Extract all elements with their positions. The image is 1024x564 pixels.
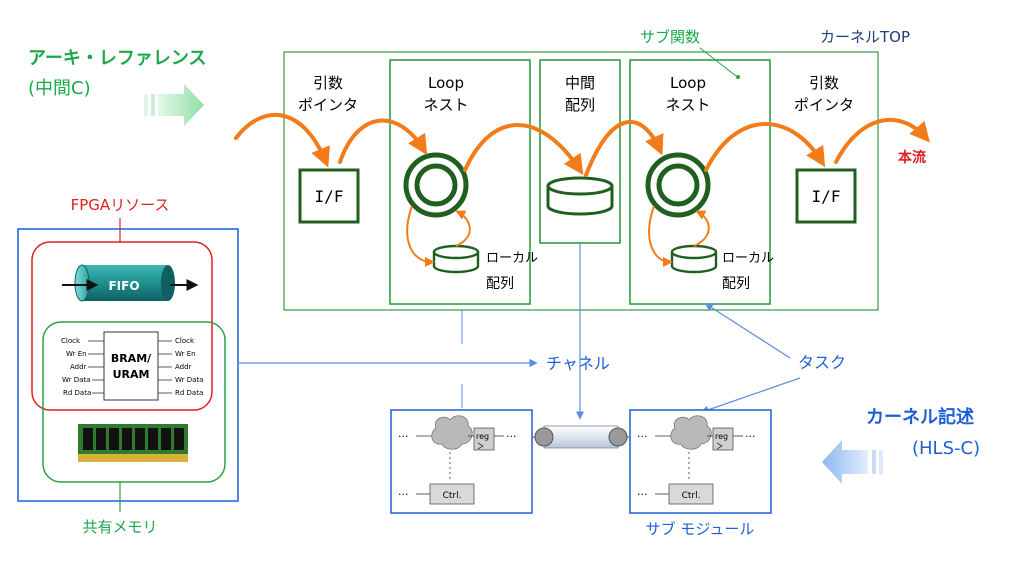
fifo-label: FIFO (108, 279, 139, 293)
kernel-desc-subtitle: (HLS-C) (912, 438, 980, 459)
if-box-right (795, 168, 857, 224)
arch-reference-title: アーキ・レファレンス (28, 48, 207, 69)
loop-ring-left (403, 152, 469, 218)
submodule-left: ··· reg ··· ··· Ctrl. (390, 409, 533, 514)
shared-memory-group (42, 321, 226, 483)
local-loop-arrows (406, 205, 710, 267)
blue-input-arrow (822, 440, 883, 484)
ctrl-label: Ctrl. (682, 491, 701, 501)
local-array-cylinder-right (670, 244, 718, 274)
bram-label-line2: URAM (113, 368, 150, 381)
bram-left-port: Clock (61, 337, 81, 345)
task-label: タスク (798, 353, 846, 372)
submodule-label: サブ モジュール (646, 520, 755, 538)
local-array-left-line1: ローカル (486, 251, 538, 266)
bram-left-port: Rd Data (63, 389, 91, 397)
loop-nest-left-line2: ネスト (423, 96, 468, 114)
loop-nest-left-line1: Loop (428, 74, 464, 92)
submodule-right: ··· reg ··· ··· Ctrl. (629, 409, 772, 514)
if-left-label: I/F (315, 187, 344, 206)
ctrl-label: Ctrl. (443, 491, 462, 501)
module-dots: ··· (637, 430, 648, 443)
middle-array-cylinder (546, 176, 614, 216)
loop-nest-right-line1: Loop (670, 74, 706, 92)
bram-left-port: Wr Data (62, 376, 90, 384)
kernel-top-box (283, 51, 879, 311)
logic-cloud-icon (670, 415, 712, 450)
channel-label: チャネル (546, 354, 610, 373)
loop-nest-right-line2: ネスト (665, 96, 710, 114)
reg-label: reg (715, 432, 728, 441)
arg-pointer-right-line2: ポインタ (794, 96, 854, 114)
module-dots: ··· (398, 488, 409, 501)
sub-function-pointer (699, 47, 737, 77)
local-array-right-line1: ローカル (722, 251, 774, 266)
middle-array-line2: 配列 (565, 96, 595, 114)
bram-block (103, 331, 159, 401)
bram-right-ports: Clock Wr En Addr Wr Data Rd Data (175, 337, 203, 397)
module-dots: ··· (637, 488, 648, 501)
if-box-left (298, 168, 360, 224)
sub-function-label: サブ関数 (640, 28, 700, 46)
bram-label-line1: BRAM/ (111, 352, 152, 365)
loop-nest-box-right (629, 59, 771, 305)
channel-pipe (534, 425, 628, 449)
bram-right-port: Clock (175, 337, 195, 345)
kernel-top-label: カーネルTOP (820, 28, 910, 46)
loop-ring-right (645, 152, 711, 218)
task-to-submodule-arrow (700, 377, 801, 414)
reg-label: reg (476, 432, 489, 441)
arg-pointer-left-line2: ポインタ (298, 96, 358, 114)
fpga-resource-title: FPGAリソース (71, 196, 170, 214)
main-flow-label: 本流 (898, 149, 926, 166)
local-array-cylinder-left (432, 244, 480, 274)
arch-reference-subtitle: (中間C) (28, 78, 91, 99)
memory-module-icon (78, 424, 188, 462)
logic-cloud-icon (431, 415, 473, 450)
local-array-right-line2: 配列 (722, 276, 750, 292)
arg-pointer-left-line1: 引数 (313, 74, 343, 92)
main-flow-arrows (234, 113, 930, 177)
bram-right-port: Wr Data (175, 376, 203, 384)
task-to-subfunction-arrow (704, 303, 791, 359)
bram-right-port: Rd Data (175, 389, 203, 397)
local-array-left-line2: 配列 (486, 276, 514, 292)
bram-left-port: Wr En (66, 350, 87, 358)
shared-memory-label: 共有メモリ (82, 518, 157, 536)
module-dots: ··· (506, 430, 517, 443)
bram-right-port: Wr En (175, 350, 196, 358)
bram-right-port: Addr (175, 363, 192, 371)
fpga-red-group (31, 241, 213, 411)
loop-nest-box-left (389, 59, 531, 305)
middle-array-line1: 中間 (565, 74, 595, 92)
if-right-label: I/F (812, 187, 841, 206)
green-input-arrow (144, 84, 204, 126)
module-dots: ··· (745, 430, 756, 443)
kernel-desc-title: カーネル記述 (866, 406, 974, 428)
bram-left-port: Addr (70, 363, 87, 371)
bram-left-ports: Clock Wr En Addr Wr Data Rd Data (61, 337, 91, 397)
arg-pointer-right-line1: 引数 (809, 74, 839, 92)
module-dots: ··· (398, 430, 409, 443)
fpga-resource-box (17, 228, 239, 502)
